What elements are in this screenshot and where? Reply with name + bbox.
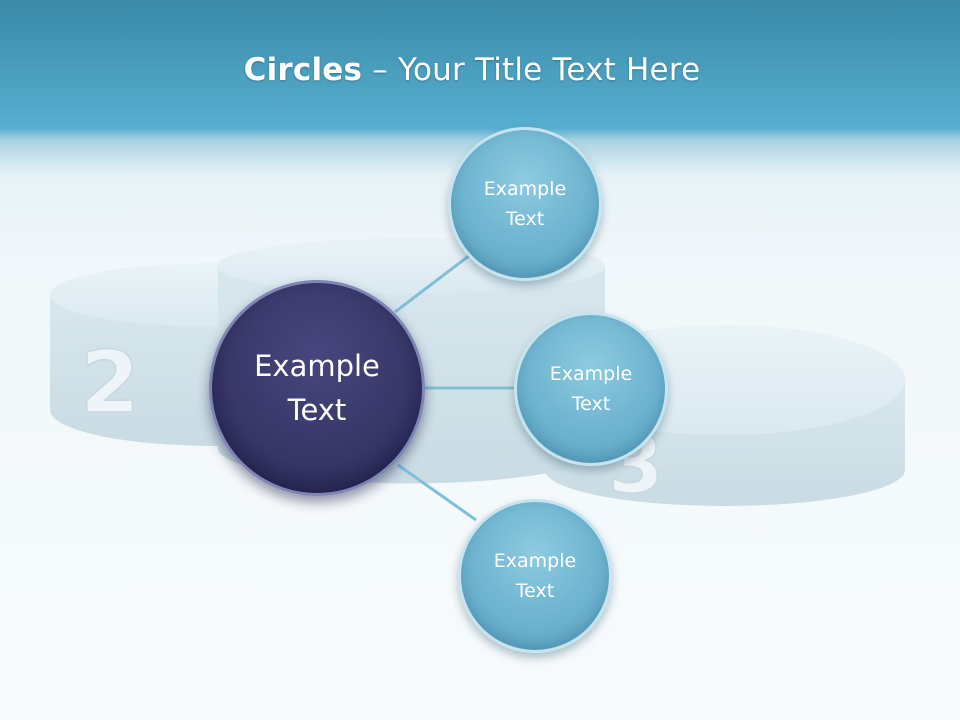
center-circle-text: Example Text: [254, 344, 380, 432]
outer-circle-top-line2: Text: [505, 208, 545, 230]
outer-circle-bottom-line2: Text: [515, 580, 555, 602]
outer-circle-middle-text: Example Text: [550, 359, 632, 419]
outer-circle-middle[interactable]: Example Text: [514, 312, 668, 466]
outer-circle-bottom-line1: Example: [493, 550, 577, 572]
podium-label-2: 2: [80, 333, 140, 433]
title-bold: Circles: [243, 52, 363, 88]
outer-circle-middle-line2: Text: [571, 393, 611, 415]
connector-bottom: [397, 463, 477, 522]
title-rest: – Your Title Text Here: [362, 52, 701, 88]
outer-circle-top[interactable]: Example Text: [448, 127, 602, 281]
center-circle[interactable]: Example Text: [209, 280, 425, 496]
connector-top: [394, 253, 471, 314]
outer-circle-bottom-text: Example Text: [494, 546, 576, 606]
outer-circle-top-text: Example Text: [484, 174, 566, 234]
slide-title[interactable]: Circles – Your Title Text Here: [0, 52, 944, 88]
connectors: [394, 253, 516, 522]
outer-circle-middle-line1: Example: [549, 363, 633, 385]
outer-circle-bottom[interactable]: Example Text: [458, 499, 612, 653]
center-circle-line2: Text: [287, 393, 347, 427]
center-circle-line1: Example: [254, 349, 380, 383]
outer-circle-top-line1: Example: [483, 178, 567, 200]
